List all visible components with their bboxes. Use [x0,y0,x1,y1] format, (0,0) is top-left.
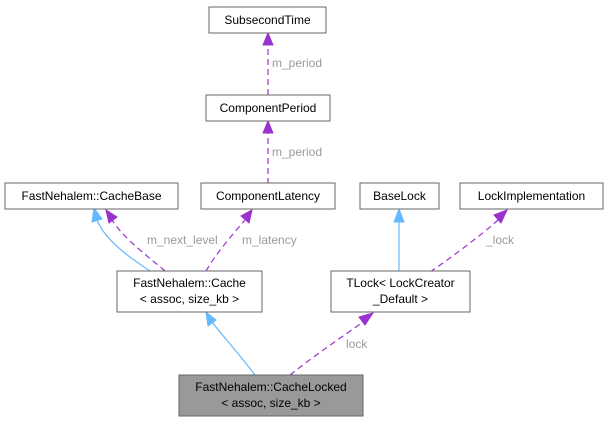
edge-tlock-lockimplementation [429,209,508,273]
node-cache[interactable]: FastNehalem::Cache < assoc, size_kb > [116,270,263,313]
node-label: ComponentPeriod [220,101,317,115]
edge-label-m-period-mid: m_period [272,145,322,159]
node-baselock[interactable]: BaseLock [359,182,440,210]
edge-label-m-next-level: m_next_level [147,233,218,247]
node-componentlatency[interactable]: ComponentLatency [200,182,336,210]
node-label: ComponentLatency [216,189,320,203]
edge-cachelocked-cache-inherit [205,310,256,376]
edge-label-lock-impl: _lock [485,233,515,247]
node-label: LockImplementation [478,189,585,203]
node-label: BaseLock [373,189,427,203]
node-label-line1: FastNehalem::CacheLocked [195,380,346,394]
edge-label-lock: lock [346,337,368,351]
node-subsecondtime[interactable]: SubsecondTime [208,6,327,34]
edge-componentperiod-subsecondtime [262,31,274,95]
edge-cache-cachebase-usage [105,208,166,272]
node-cachelocked[interactable]: FastNehalem::CacheLocked < assoc, size_k… [178,374,364,417]
node-cachebase[interactable]: FastNehalem::CacheBase [4,182,179,210]
node-tlock[interactable]: TLock< LockCreator _Default > [330,270,471,313]
edge-cache-componentlatency [205,209,253,272]
node-label-line2: < assoc, size_kb > [221,396,320,410]
node-label: SubsecondTime [224,13,311,27]
edge-cache-cachebase-inherit [91,206,151,272]
node-label-line2: < assoc, size_kb > [140,292,239,306]
edge-cachelocked-tlock [289,312,375,376]
edge-label-m-latency: m_latency [242,233,297,247]
node-label-line1: FastNehalem::Cache [133,276,246,290]
edge-label-m-period-top: m_period [272,56,322,70]
node-componentperiod[interactable]: ComponentPeriod [205,94,331,122]
node-label: FastNehalem::CacheBase [21,189,161,203]
node-label-line1: TLock< LockCreator [346,276,454,290]
node-lockimplementation[interactable]: LockImplementation [459,182,604,210]
edge-tlock-baselock-inherit [393,207,405,272]
edge-componentlatency-componentperiod [262,119,274,184]
node-label-line2: _Default > [372,292,428,306]
